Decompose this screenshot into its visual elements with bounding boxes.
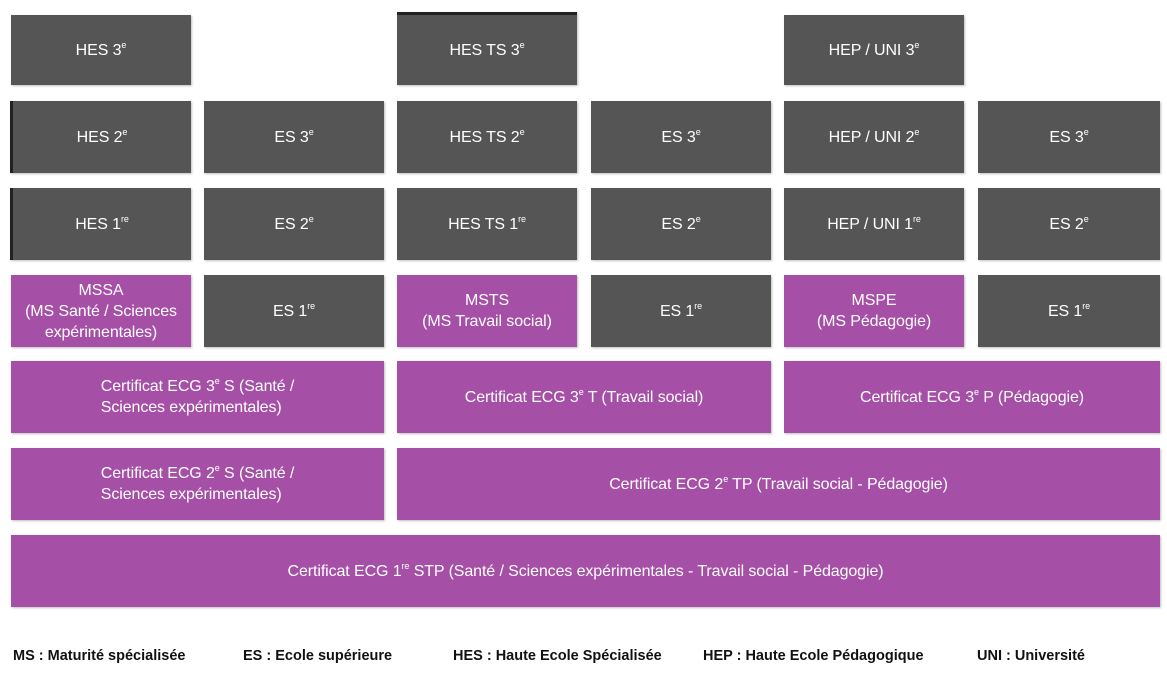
box-label: ES 1 — [272, 302, 308, 320]
box-label: Certificat ECG 2 — [609, 475, 724, 493]
box-label: ES 3 — [661, 128, 696, 146]
box-label-rest: STP (Santé / Sciences expérimentales - T… — [409, 562, 884, 580]
box-sup: e — [308, 213, 314, 224]
box-label: HEP / UNI 3 — [828, 41, 915, 59]
box-ecg-1-stp: Certificat ECG 1re STP (Santé / Sciences… — [11, 535, 1160, 607]
box-label: MSPE (MS Pédagogie) — [816, 292, 932, 330]
box-label: MSTS (MS Travail social) — [422, 292, 552, 330]
box-es-1-pedagogie: ES 1re — [978, 275, 1160, 347]
box-sup: e — [121, 39, 127, 50]
legend-uni: UNI : Université — [977, 648, 1085, 664]
box-label-rest: T (Travail social) — [583, 388, 704, 406]
box-label: Certificat ECG 2 — [100, 465, 215, 482]
legend-es: ES : Ecole supérieure — [243, 648, 393, 664]
box-hes-ts-1: HES TS 1re — [397, 188, 577, 260]
box-label: ES 3 — [1049, 128, 1084, 146]
box-ecg-3-p: Certificat ECG 3e P (Pédagogie) — [784, 361, 1160, 433]
box-hes-1: HES 1re — [10, 188, 191, 260]
box-label: ES 2 — [1049, 215, 1084, 233]
box-sup: e — [578, 386, 584, 397]
box-label: ES 2 — [661, 215, 696, 233]
box-msts: MSTS (MS Travail social) — [397, 275, 577, 347]
box-label: Certificat ECG 3 — [100, 378, 215, 395]
box-label: HES TS 2 — [449, 128, 520, 146]
box-label: HEP / UNI 1 — [827, 215, 913, 233]
box-es-2-pedagogie: ES 2e — [978, 188, 1160, 260]
box-sup: e — [214, 463, 220, 473]
box-label: HES 3 — [75, 41, 122, 59]
box-label-rest: S (Santé / Sciences expérimentales) — [100, 465, 295, 503]
box-label: HEP / UNI 2 — [828, 128, 915, 146]
box-sup: re — [518, 213, 526, 224]
box-sup: e — [914, 39, 920, 50]
box-label: Certificat ECG 1 — [287, 562, 402, 580]
box-hep-uni-3: HEP / UNI 3e — [784, 15, 964, 85]
box-hep-uni-1: HEP / UNI 1re — [784, 188, 964, 260]
box-sup: e — [1083, 126, 1089, 137]
box-es-2-sante: ES 2e — [204, 188, 384, 260]
box-sup: re — [401, 560, 410, 571]
box-es-3-pedagogie: ES 3e — [978, 101, 1160, 173]
box-ecg-2-tp: Certificat ECG 2e TP (Travail social - P… — [397, 448, 1160, 520]
box-sup: e — [1083, 213, 1089, 224]
box-label: HES 2 — [76, 128, 123, 146]
box-sup: e — [308, 126, 314, 137]
box-es-1-sante: ES 1re — [204, 275, 384, 347]
box-sup: e — [695, 213, 701, 224]
box-sup: e — [519, 126, 525, 137]
box-label: HES TS 3 — [449, 41, 520, 59]
box-hep-uni-2: HEP / UNI 2e — [784, 101, 964, 173]
box-label-rest: P (Pédagogie) — [978, 388, 1084, 406]
box-label: ES 2 — [274, 215, 309, 233]
box-es-2-social: ES 2e — [591, 188, 771, 260]
box-es-3-sante: ES 3e — [204, 101, 384, 173]
box-label: Certificat ECG 3 — [464, 388, 579, 406]
box-hes-2: HES 2e — [10, 101, 191, 173]
box-sup: e — [695, 126, 701, 137]
box-label: Certificat ECG 3 — [860, 388, 975, 406]
box-es-3-social: ES 3e — [591, 101, 771, 173]
box-sup: e — [122, 126, 128, 137]
box-label: ES 1 — [1047, 302, 1083, 320]
box-sup: re — [912, 213, 921, 224]
box-sup: re — [1082, 300, 1091, 311]
box-sup: e — [519, 39, 525, 50]
legend-hes: HES : Haute Ecole Spécialisée — [453, 648, 662, 664]
box-hes-ts-3: HES TS 3e — [397, 12, 577, 85]
box-label: HES 1 — [75, 215, 121, 233]
box-ecg-2-s: Certificat ECG 2e S (Santé / Sciences ex… — [11, 448, 384, 520]
box-sup: re — [307, 300, 316, 311]
box-label: ES 1 — [659, 302, 695, 320]
legend-hep: HEP : Haute Ecole Pédagogique — [703, 648, 924, 664]
box-sup: e — [214, 376, 220, 386]
box-sup: e — [723, 473, 729, 484]
box-sup: e — [914, 126, 920, 137]
box-ecg-3-s: Certificat ECG 3e S (Santé / Sciences ex… — [11, 361, 384, 433]
box-label: ES 3 — [274, 128, 309, 146]
box-label: MSSA (MS Santé / Sciences expérimentales… — [25, 281, 177, 341]
box-mspe: MSPE (MS Pédagogie) — [784, 275, 964, 347]
box-sup: re — [694, 300, 703, 311]
box-sup: re — [120, 213, 129, 224]
box-label-rest: S (Santé / Sciences expérimentales) — [100, 378, 295, 416]
box-hes-ts-2: HES TS 2e — [397, 101, 577, 173]
legend-ms: MS : Maturité spécialisée — [13, 648, 186, 664]
box-mssa: MSSA (MS Santé / Sciences expérimentales… — [11, 275, 191, 347]
box-es-1-social: ES 1re — [591, 275, 771, 347]
box-sup: e — [974, 386, 979, 397]
box-ecg-3-t: Certificat ECG 3e T (Travail social) — [397, 361, 771, 433]
box-hes-3: HES 3e — [11, 15, 191, 85]
box-label-rest: TP (Travail social - Pédagogie) — [728, 475, 948, 493]
box-label: HES TS 1 — [448, 215, 519, 233]
